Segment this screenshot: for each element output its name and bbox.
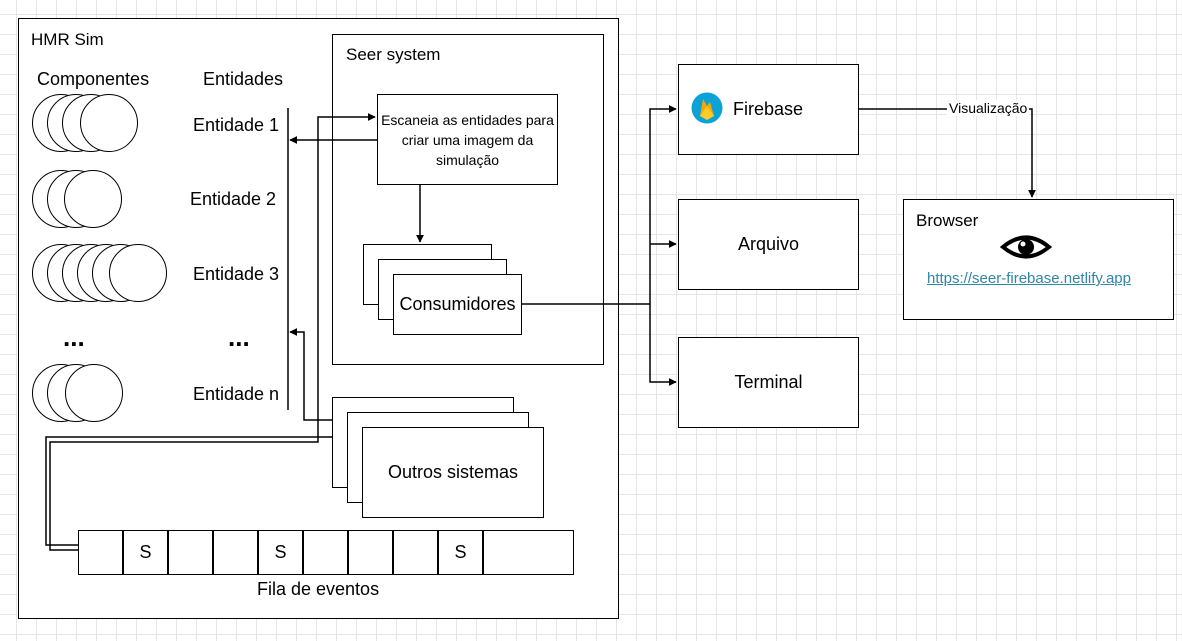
scan-entities-box: Escaneia as entidades para criar uma ima… xyxy=(377,94,558,185)
entity-label-3: Entidade 3 xyxy=(193,264,280,284)
arquivo-label: Arquivo xyxy=(737,234,800,254)
firebase-to-browser-arrow xyxy=(859,108,1036,198)
component-circle xyxy=(64,170,122,228)
terminal-box: Terminal xyxy=(678,337,859,428)
consumidores-label: Consumidores xyxy=(399,294,516,314)
browser-url-link[interactable]: https://seer-firebase.netlify.app xyxy=(927,270,1131,287)
entity-label-1: Entidade 1 xyxy=(193,115,280,135)
entity-label-n: Entidade n xyxy=(193,384,280,404)
queue-cell: S xyxy=(438,530,483,575)
arquivo-box: Arquivo xyxy=(678,199,859,290)
event-queue-label: Fila de eventos xyxy=(257,579,380,599)
firebase-icon xyxy=(691,92,723,124)
queue-cell xyxy=(78,530,123,575)
queue-cell: S xyxy=(123,530,168,575)
eye-icon xyxy=(1000,235,1052,259)
entidades-label: Entidades xyxy=(203,69,284,89)
componentes-label: Componentes xyxy=(37,69,150,89)
entity-ellipsis: ... xyxy=(228,322,250,352)
queue-cell xyxy=(348,530,393,575)
component-circle xyxy=(80,94,138,152)
consumidores-to-terminal-arrow xyxy=(649,304,677,386)
component-ellipsis: ... xyxy=(63,322,85,352)
seer-system-title: Seer system xyxy=(346,45,441,64)
entity-label-2: Entidade 2 xyxy=(190,189,277,209)
queue-cell: S xyxy=(258,530,303,575)
component-circle xyxy=(65,364,123,422)
browser-title: Browser xyxy=(916,211,979,230)
consumidores-box: Consumidores xyxy=(393,274,522,335)
component-circle xyxy=(109,244,167,302)
queue-cell xyxy=(483,530,574,575)
outros-sistemas-box: Outros sistemas xyxy=(362,427,544,518)
browser-box xyxy=(903,199,1174,320)
queue-cell xyxy=(213,530,258,575)
outros-sistemas-label: Outros sistemas xyxy=(387,462,519,482)
visualizacao-edge-label: Visualização xyxy=(947,100,1030,116)
queue-cell xyxy=(393,530,438,575)
queue-cell xyxy=(303,530,348,575)
hmr-sim-title: HMR Sim xyxy=(31,30,104,49)
firebase-label: Firebase xyxy=(733,99,804,119)
queue-cell xyxy=(168,530,213,575)
scan-entities-text: Escaneia as entidades para criar uma ima… xyxy=(381,111,554,168)
terminal-label: Terminal xyxy=(734,372,803,392)
